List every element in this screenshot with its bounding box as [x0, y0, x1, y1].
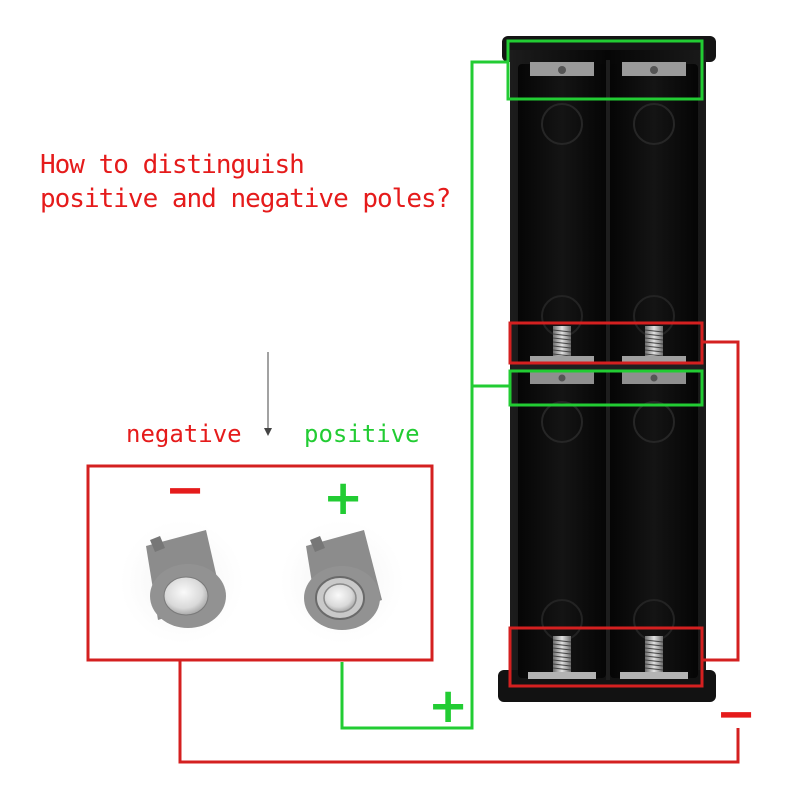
negative-wire-return: [178, 660, 740, 764]
positive-terminal-sign-icon: +: [428, 678, 469, 734]
positive-wire: [340, 60, 508, 730]
positive-label: positive: [304, 420, 420, 448]
arrow-down-icon: [264, 352, 272, 436]
battery-comparison-box: [86, 464, 434, 662]
minus-sign-icon: −: [165, 462, 206, 518]
negative-wire: [702, 340, 740, 662]
negative-terminal-sign-icon: −: [716, 686, 757, 742]
negative-contact-highlight-bottom: [508, 626, 704, 688]
plus-sign-icon: +: [323, 470, 364, 526]
battery-holder-icon: [498, 36, 716, 702]
cylindrical-battery-icon: [280, 520, 404, 644]
negative-label: negative: [126, 420, 242, 448]
spring-contact-icon: [528, 636, 688, 679]
positive-contact-highlight-middle: [508, 369, 704, 407]
question-title-line-2: positive and negative poles?: [40, 184, 451, 214]
positive-contact-highlight-top: [506, 39, 704, 101]
cylindrical-battery-icon: [120, 520, 244, 644]
spring-contact-icon: [530, 326, 686, 362]
question-title-line-1: How to distinguish: [40, 150, 305, 180]
